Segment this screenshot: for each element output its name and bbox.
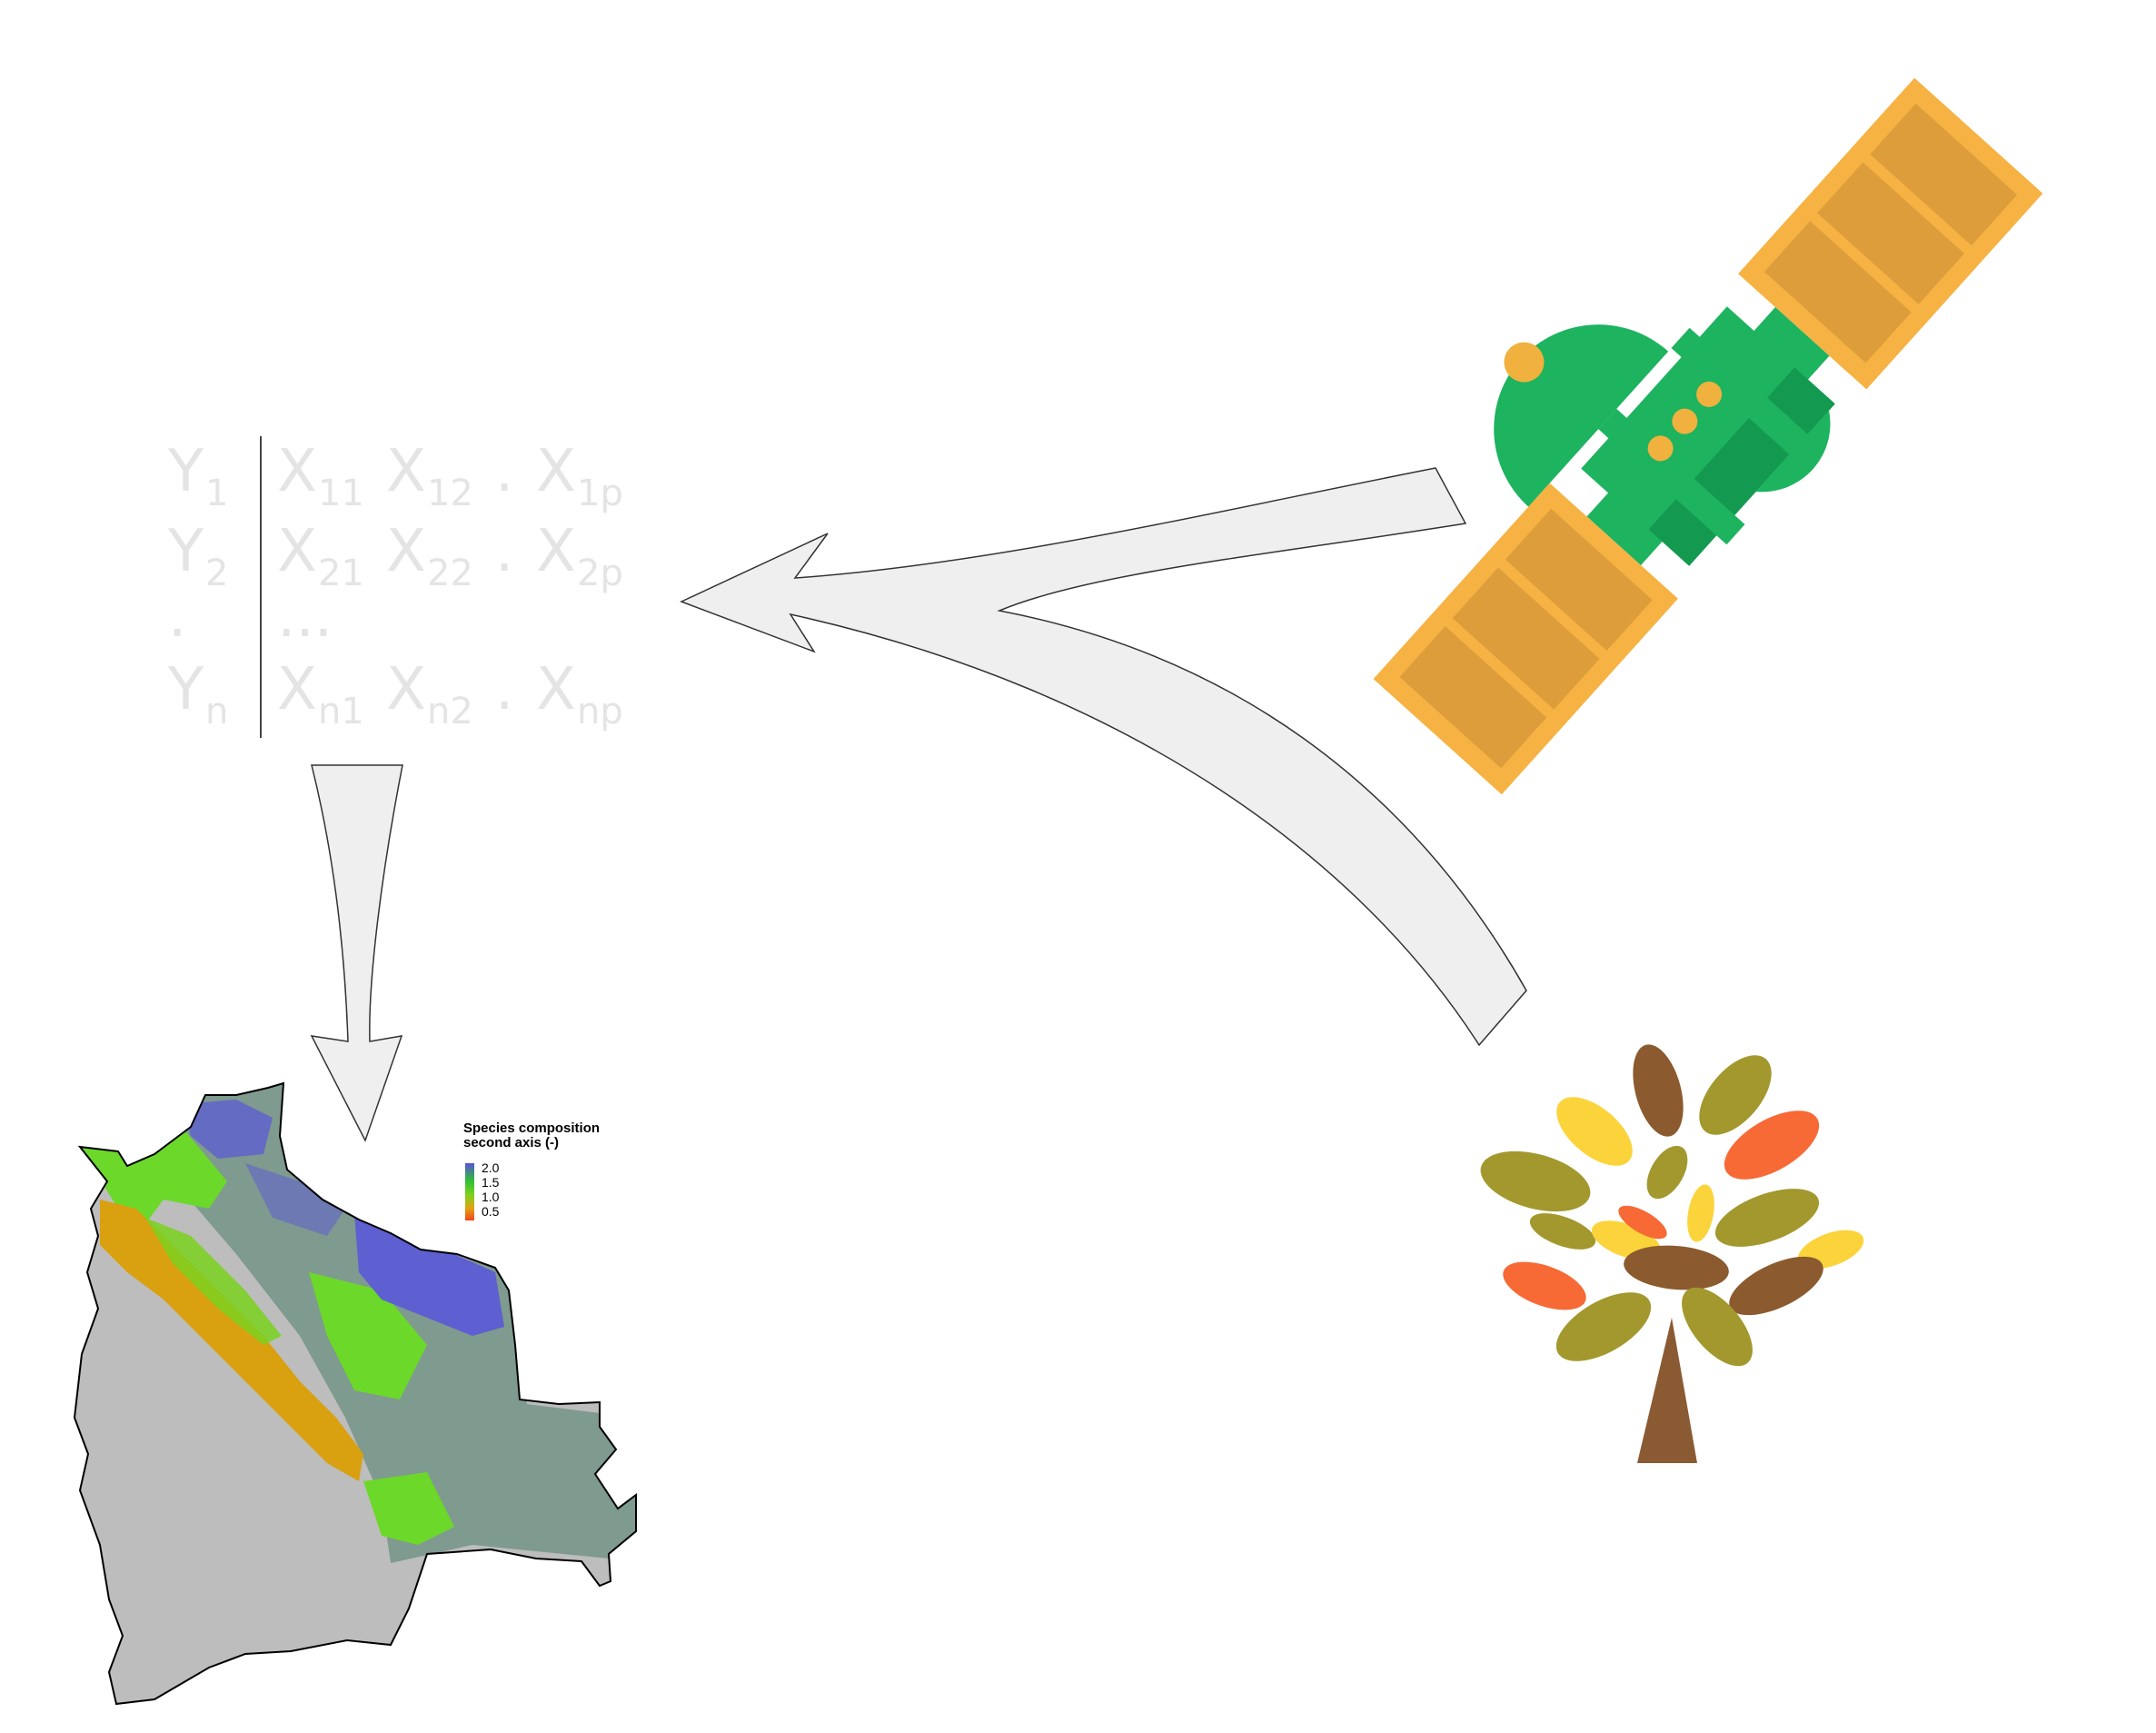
map-region-blue — [245, 1163, 345, 1236]
tree-leaf — [1556, 1097, 1633, 1166]
map-legend: Species composition second axis (-) 2.01… — [463, 1120, 600, 1220]
map-region-blue — [354, 1213, 504, 1336]
tree-leaf — [1618, 1205, 1667, 1240]
map-region-green — [145, 1218, 282, 1345]
dish-feed — [1504, 342, 1545, 383]
matrix-x-cell: X — [386, 438, 426, 505]
matrix-y-cell: Y — [167, 518, 204, 585]
panel-connector — [1751, 307, 1830, 383]
tree-leaf — [1503, 1261, 1586, 1310]
legend-tick-label: 1.5 — [482, 1175, 500, 1190]
map-region-blue — [182, 1100, 273, 1159]
matrix-x-cell: X — [386, 518, 426, 585]
tree-leaf — [1633, 1044, 1684, 1137]
legend-tick-label: 0.5 — [482, 1204, 500, 1219]
matrix-y-cell: . — [168, 583, 186, 651]
tree-leaf — [1729, 1256, 1823, 1316]
satellite-body — [1581, 306, 1835, 566]
matrix-x-subscript: 11 — [318, 473, 364, 514]
matrix-x-cell: . — [495, 438, 513, 505]
matrix-x-cell: ... — [277, 583, 333, 651]
solar-panel-upper — [1738, 77, 2043, 390]
matrix-x-cell: . — [495, 518, 513, 585]
matrix-x-cell: X — [536, 656, 576, 723]
solar-panel-lower — [1373, 483, 1678, 795]
matrix-x-cell: X — [277, 438, 317, 505]
legend-tick-label: 2.0 — [482, 1160, 500, 1175]
matrix-x-cell: X — [277, 656, 317, 723]
matrix-x-cell: . — [495, 656, 513, 723]
matrix-x-subscript: 1p — [577, 473, 623, 514]
down-arrow — [310, 764, 403, 1142]
bolivia-map: Species composition second axis (-) 2.01… — [74, 1082, 637, 1705]
tree-leaf — [1682, 1287, 1753, 1367]
tree-leaf — [1699, 1055, 1772, 1135]
legend-tick-label: 1.0 — [482, 1190, 500, 1204]
arrows — [310, 467, 1527, 1142]
matrix-x-subscript: 2p — [577, 553, 623, 594]
matrix-x-cell: X — [386, 656, 426, 723]
matrix-x-subscript: 21 — [318, 553, 364, 594]
matrix-y-cell: Y — [167, 656, 204, 723]
tree-leaf — [1555, 1292, 1652, 1361]
matrix-x-subscript: n2 — [427, 691, 473, 732]
matrix-x-cell: X — [536, 438, 576, 505]
merge-arrow — [680, 467, 1527, 1047]
matrix-y-subscript: 2 — [205, 553, 228, 594]
tree-leaf — [1714, 1189, 1820, 1247]
tree-leaf — [1724, 1111, 1820, 1180]
tree-icon — [1480, 1044, 1864, 1463]
matrix-x-subscript: 22 — [427, 553, 473, 594]
matrix-x-subscript: np — [577, 691, 623, 732]
tree-trunk — [1637, 1318, 1697, 1463]
satellite-icon — [1373, 77, 2043, 795]
map-region-green — [363, 1472, 454, 1545]
tree-leaf — [1480, 1150, 1591, 1212]
matrix-x-subscript: 12 — [427, 473, 473, 514]
matrix-y-cell: Y — [167, 438, 204, 505]
tree-leaf — [1687, 1184, 1714, 1242]
legend-title-line1: Species composition — [463, 1120, 600, 1136]
tree-leaf — [1624, 1245, 1729, 1290]
matrix-x-cell: X — [536, 518, 576, 585]
map-region-orange — [100, 1200, 363, 1481]
legend-title-line2: second axis (-) — [463, 1135, 559, 1150]
matrix-x-subscript: n1 — [318, 691, 364, 732]
map-region-green — [309, 1272, 427, 1399]
tree-leaves — [1480, 1044, 1864, 1367]
panel-connector — [1586, 489, 1665, 565]
satellite-dish-small — [1755, 410, 1831, 493]
tree-leaf — [1529, 1213, 1596, 1250]
matrix-x-cell: X — [277, 518, 317, 585]
map-region-green — [75, 1127, 227, 1236]
matrix-y-subscript: n — [205, 691, 228, 732]
tree-leaf — [1646, 1145, 1688, 1200]
legend-colorbar — [465, 1163, 474, 1220]
matrix-y-subscript: 1 — [205, 473, 228, 514]
